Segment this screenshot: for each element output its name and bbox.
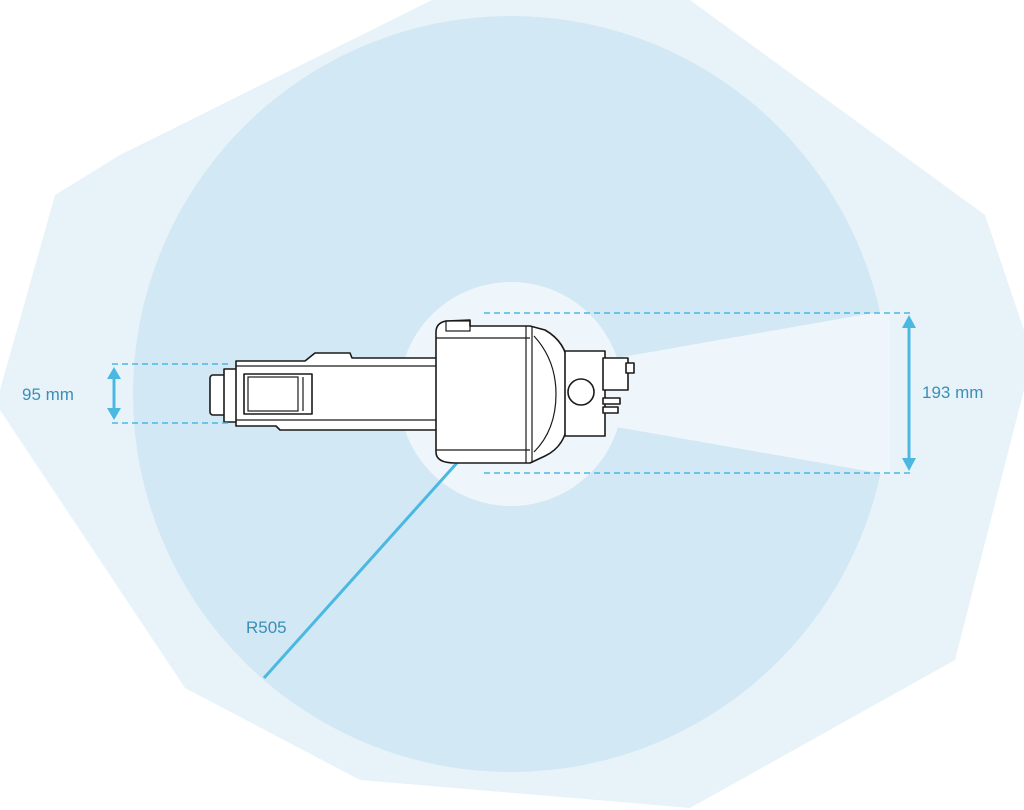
right-dimension-label: 193 mm: [922, 383, 983, 402]
arrowhead-down-icon: [107, 408, 121, 420]
cable-connector: [602, 357, 629, 391]
left-dimension: 95 mm: [22, 363, 230, 424]
radius-label: R505: [246, 618, 287, 637]
right-dimension: 193 mm: [484, 312, 983, 474]
tool-flange: [243, 373, 313, 415]
robot-arm-top-view: [209, 319, 635, 464]
base-clearance-wedge: [605, 310, 890, 475]
left-dimension-label: 95 mm: [22, 385, 74, 404]
shoulder-housing: [435, 319, 569, 464]
base-motor: [567, 378, 595, 406]
arrowhead-up-icon: [107, 367, 121, 379]
arrowhead-up-icon: [902, 315, 916, 328]
arrowhead-down-icon: [902, 458, 916, 471]
